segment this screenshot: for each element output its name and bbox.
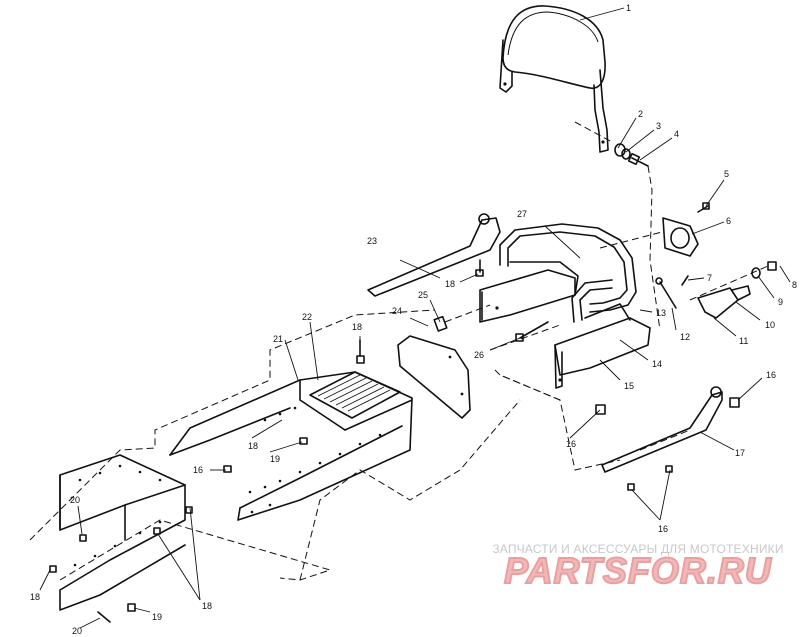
mount-bracket-14-15 [554,317,651,389]
callout-3: 3 [656,121,661,131]
frame-strut [509,261,631,321]
callout-20-bottom: 20 [72,626,82,636]
callout-12: 12 [680,332,690,342]
callout-labels: 1 2 3 4 5 6 7 8 9 10 11 12 13 14 15 16 1… [30,3,797,636]
callout-9: 9 [778,297,783,307]
fastener-18-mid [356,339,365,364]
callout-16-mid: 16 [566,439,576,449]
callout-15: 15 [624,381,634,391]
callout-7: 7 [707,273,712,283]
callout-21: 21 [273,334,283,344]
callout-16-right: 16 [766,370,776,380]
callout-19-platform: 19 [270,454,280,464]
nut-8-9 [751,261,777,279]
callout-5: 5 [724,169,729,179]
assembly-line [647,165,661,331]
callout-25: 25 [418,290,428,300]
grab-rail-27 [499,223,637,323]
callout-10: 10 [765,320,775,330]
assembly-line [489,324,561,351]
platform-holes [248,406,382,514]
assembly-line [689,265,769,301]
spacer-25 [433,315,448,332]
bolt-4 [627,152,649,167]
callout-18-platform: 18 [248,441,258,451]
callout-6: 6 [726,216,731,226]
lower-left-frame [59,454,186,611]
bolt-5 [697,202,710,213]
callout-8: 8 [792,280,797,290]
callout-22: 22 [302,312,312,322]
callout-16-bottom: 16 [658,524,668,534]
callout-17: 17 [735,448,745,458]
callout-16-left: 16 [193,465,203,475]
callout-2: 2 [638,109,643,119]
watermark-tagline: ЗАПЧАСТИ И АКСЕССУАРЫ ДЛЯ МОТОТЕХНИКИ [492,542,784,556]
hinge-bracket-10-11 [697,285,751,319]
callout-1: 1 [626,3,631,13]
running-board-21 [169,371,413,521]
traction-pad-22 [309,371,401,419]
callout-19-bottom: 19 [152,612,162,622]
callout-18-bottom: 18 [202,601,212,611]
callout-18-rail: 18 [445,279,455,289]
assembly-line [444,304,491,323]
bolt-12 [655,277,677,309]
footrest-plate-24 [397,335,471,419]
washer-2 [614,143,631,160]
support-rod-23 [367,213,501,297]
watermark-brand: PARTSFOR.RU [503,550,772,592]
outline-frame [29,309,691,581]
callout-27: 27 [517,209,527,219]
callout-23: 23 [367,236,377,246]
callout-13: 13 [656,308,666,318]
leader-lines [39,7,791,629]
callout-26: 26 [474,350,484,360]
assembly-line [574,121,613,143]
pin-7 [681,275,689,286]
backrest-bracket [499,39,609,153]
fastener-18-upper [475,259,484,277]
callout-11: 11 [739,336,748,346]
backrest-pad [502,5,606,89]
latch-plate-6 [662,217,699,257]
callout-14: 14 [652,359,662,369]
callout-24: 24 [392,306,402,316]
callout-20-top: 20 [70,495,80,505]
mount-bracket-13 [479,269,576,323]
bolt-26 [515,321,549,342]
support-rod-17 [601,386,723,473]
callout-18-center: 18 [352,322,362,332]
lower-hardware [49,397,740,623]
callout-4: 4 [674,129,679,139]
callout-18-left: 18 [30,592,40,602]
